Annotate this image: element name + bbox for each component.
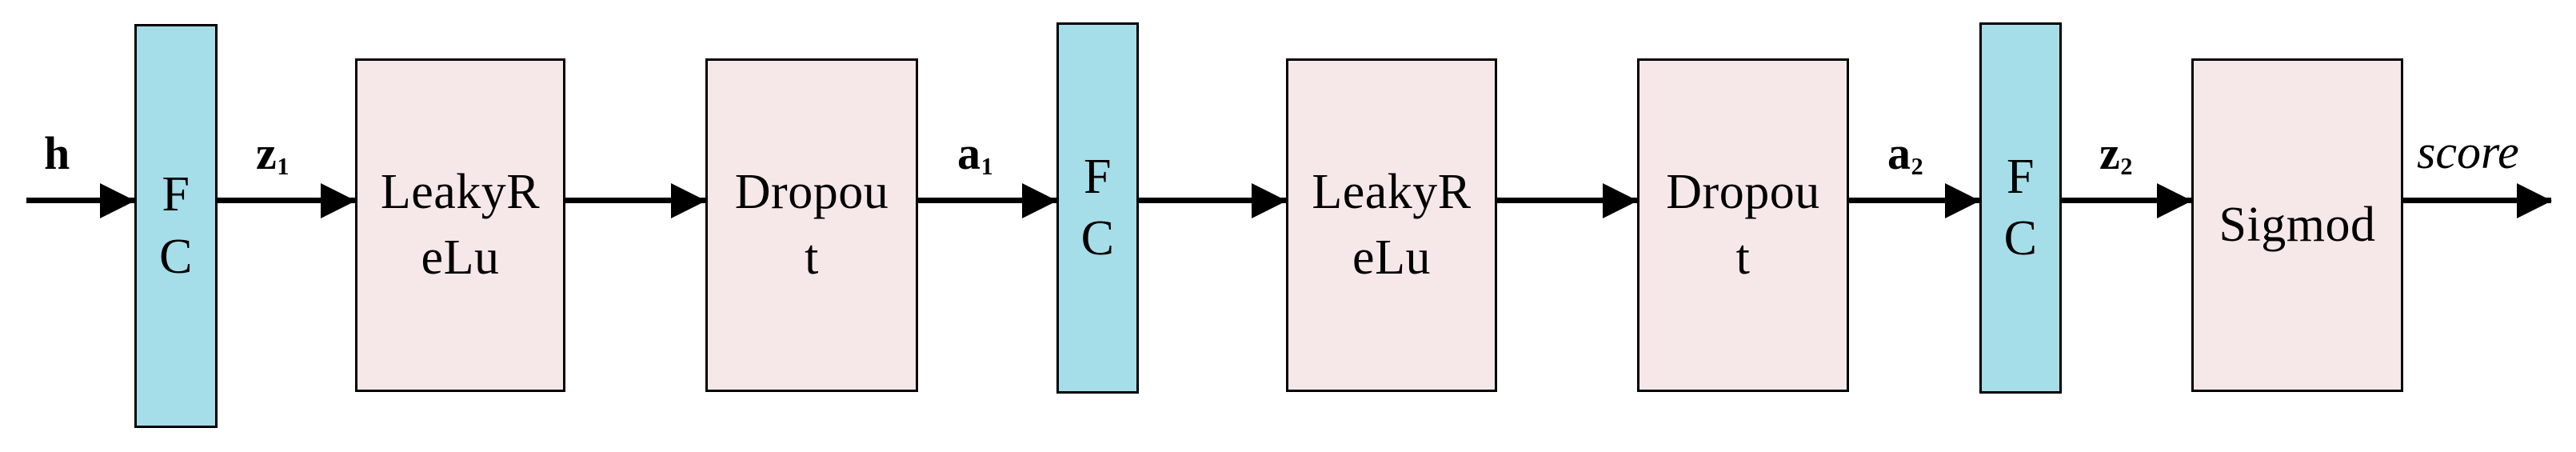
arrow-drop1-fc2-label-subscript: 1: [980, 152, 993, 180]
block-leakyrelu-1-label-line2: eLu: [421, 230, 500, 285]
block-leakyrelu-1-label-line1: LeakyR: [380, 165, 541, 220]
block-leakyrelu-2[interactable]: LeakyR eLu: [1286, 58, 1497, 392]
block-fc-1-label-line1: F: [162, 167, 190, 222]
arrow-fc2-leaky2: [1139, 198, 1286, 203]
arrow-in-label-text: h: [44, 127, 70, 179]
block-leakyrelu-1[interactable]: LeakyR eLu: [355, 58, 565, 392]
block-fc-3-label-line2: C: [2003, 211, 2038, 266]
arrow-fc1-leaky1-label-subscript: 1: [277, 152, 290, 180]
block-dropout-2-label-line2: t: [1735, 230, 1751, 285]
block-dropout-2-label-line1: Dropou: [1666, 165, 1820, 220]
arrow-fc1-leaky1: [218, 198, 355, 203]
arrow-fc3-sigmod: [2062, 198, 2191, 203]
arrow-drop2-fc3-label-subscript: 2: [1911, 152, 1923, 180]
block-dropout-1-label-line2: t: [805, 230, 819, 285]
arrow-drop1-fc2-label-text: a: [957, 127, 980, 179]
block-leakyrelu-2-label-line1: LeakyR: [1312, 165, 1472, 220]
block-dropout-1[interactable]: Dropou t: [705, 58, 918, 392]
block-fc-1-label-line2: C: [159, 229, 193, 284]
block-fc-2-label-line2: C: [1080, 211, 1115, 266]
block-dropout-1-label-line1: Dropou: [734, 165, 889, 220]
block-leakyrelu-2-label-line2: eLu: [1352, 230, 1431, 285]
block-sigmod-label-line1: Sigmod: [2219, 197, 2376, 252]
arrow-drop2-fc3-label-text: a: [1887, 127, 1911, 179]
block-fc-2-label-line1: F: [1084, 149, 1112, 204]
arrow-leaky2-drop2: [1497, 198, 1637, 203]
arrow-fc3-sigmod-label-text: z: [2099, 127, 2120, 179]
arrow-drop1-fc2: [918, 198, 1056, 203]
arrow-out: [2403, 198, 2551, 203]
arrow-fc3-sigmod-label-subscript: 2: [2120, 152, 2133, 180]
arrow-fc3-sigmod-label: z2: [2099, 127, 2133, 180]
arrow-out-label-text: score: [2417, 126, 2519, 178]
arrow-in-label: h: [44, 130, 70, 177]
arrow-drop1-fc2-label: a1: [957, 127, 993, 180]
arrow-fc1-leaky1-label: z1: [256, 127, 290, 180]
arrow-in: [26, 198, 134, 203]
arrow-out-label: score: [2417, 128, 2519, 176]
arrow-fc1-leaky1-label-text: z: [256, 127, 277, 179]
block-sigmod[interactable]: Sigmod: [2191, 58, 2403, 392]
block-dropout-2[interactable]: Dropou t: [1637, 58, 1849, 392]
arrow-leaky1-drop1: [565, 198, 705, 203]
block-fc-3-label-line1: F: [2007, 149, 2035, 204]
arrow-drop2-fc3: [1849, 198, 1979, 203]
arrow-drop2-fc3-label: a2: [1887, 127, 1923, 180]
